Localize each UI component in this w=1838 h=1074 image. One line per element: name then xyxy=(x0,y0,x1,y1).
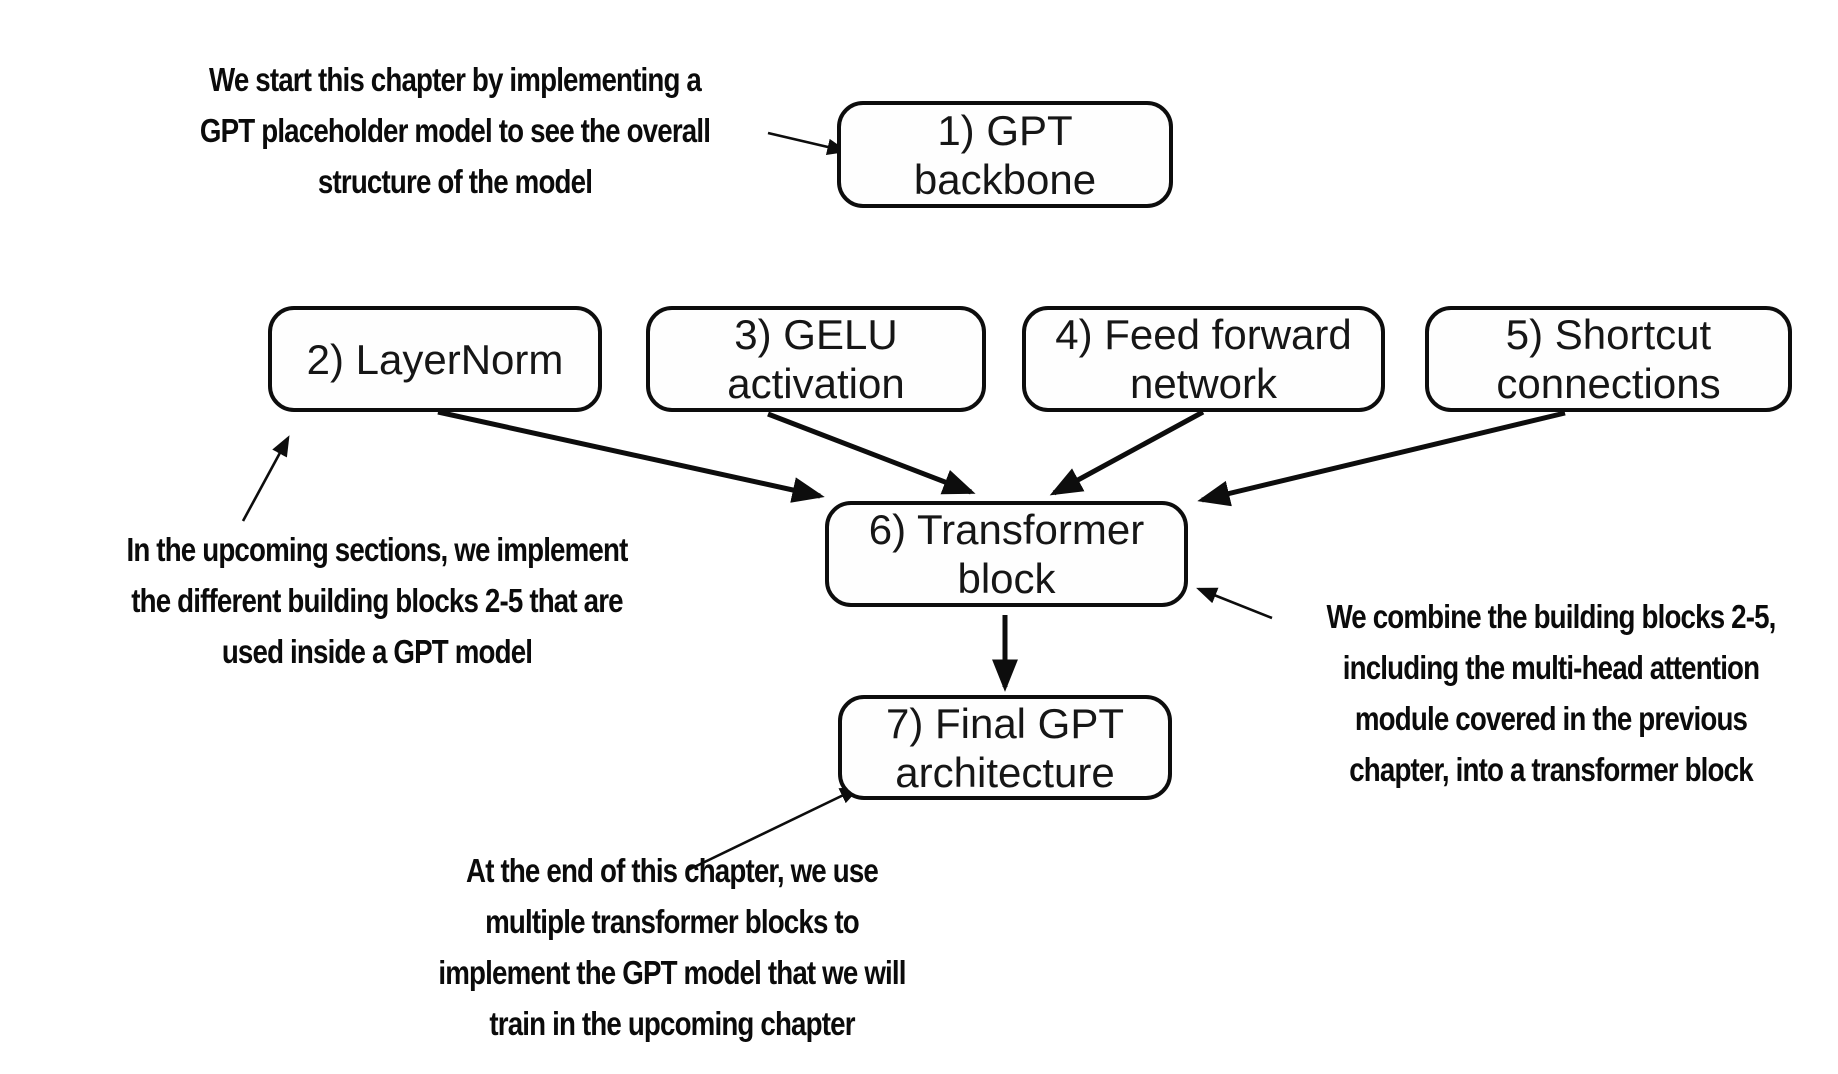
annotation-building-blocks-note: In the upcoming sections, we implement t… xyxy=(83,524,671,677)
node-label-line: 5) Shortcut xyxy=(1505,311,1712,358)
arrow-gelu-to-transformer-block xyxy=(767,411,976,495)
annotation-line: the different building blocks 2-5 that a… xyxy=(131,582,623,619)
annotation-line: At the end of this chapter, we use xyxy=(466,852,879,889)
node-label-line: architecture xyxy=(895,748,1115,796)
annotation-line: chapter, into a transformer block xyxy=(1349,751,1753,788)
node-label-line: connections xyxy=(1496,360,1721,407)
arrow-shortcut-to-transformer-block xyxy=(1197,410,1566,507)
node-shortcut-connections: 5) Shortcut connections xyxy=(1425,306,1792,412)
node-label-line: network xyxy=(1129,360,1278,407)
annotation-line: used inside a GPT model xyxy=(221,633,533,670)
node-gpt-backbone: 1) GPT backbone xyxy=(837,101,1173,208)
arrow-note-to-transformer-block xyxy=(1196,587,1273,620)
annotation-line: GPT placeholder model to see the overall xyxy=(199,112,711,149)
annotation-line: train in the upcoming chapter xyxy=(489,1005,855,1042)
node-label-line: 2) LayerNorm xyxy=(306,335,564,383)
node-transformer-block: 6) Transformer block xyxy=(825,501,1188,607)
node-label-line: activation xyxy=(727,360,905,407)
annotation-transformer-block-note: We combine the building blocks 2-5, incl… xyxy=(1282,591,1820,795)
annotation-gpt-backbone-note: We start this chapter by implementing a … xyxy=(161,54,749,207)
annotation-line: module covered in the previous xyxy=(1354,700,1748,737)
annotation-line: implement the GPT model that we will xyxy=(438,954,906,991)
node-feed-forward-network: 4) Feed forward network xyxy=(1022,306,1385,412)
annotation-line: multiple transformer blocks to xyxy=(485,903,860,940)
node-layernorm: 2) LayerNorm xyxy=(268,306,602,412)
node-final-gpt-architecture: 7) Final GPT architecture xyxy=(838,695,1172,800)
annotation-final-architecture-note: At the end of this chapter, we use multi… xyxy=(403,845,941,1049)
arrow-layernorm-to-transformer-block xyxy=(437,409,825,503)
arrow-feed-forward-to-transformer-block xyxy=(1049,409,1205,496)
node-label-line: backbone xyxy=(913,155,1097,203)
node-label-line: 6) Transformer xyxy=(868,506,1145,553)
node-label-line: 4) Feed forward xyxy=(1055,311,1352,358)
node-label-line: 1) GPT xyxy=(937,106,1073,154)
annotation-line: including the multi-head attention xyxy=(1342,649,1760,686)
arrow-note-to-layernorm xyxy=(241,435,290,522)
annotation-line: structure of the model xyxy=(317,163,593,200)
arrow-note-to-final-architecture xyxy=(685,786,861,873)
annotation-line: We start this chapter by implementing a xyxy=(208,61,702,98)
arrow-note-to-gpt-backbone xyxy=(767,131,849,156)
node-label-line: 7) Final GPT xyxy=(885,699,1125,747)
node-label-line: 3) GELU xyxy=(734,311,898,358)
node-label-line: block xyxy=(957,555,1056,602)
annotation-line: In the upcoming sections, we implement xyxy=(126,531,628,568)
node-gelu-activation: 3) GELU activation xyxy=(646,306,986,412)
annotation-line: We combine the building blocks 2-5, xyxy=(1326,598,1776,635)
